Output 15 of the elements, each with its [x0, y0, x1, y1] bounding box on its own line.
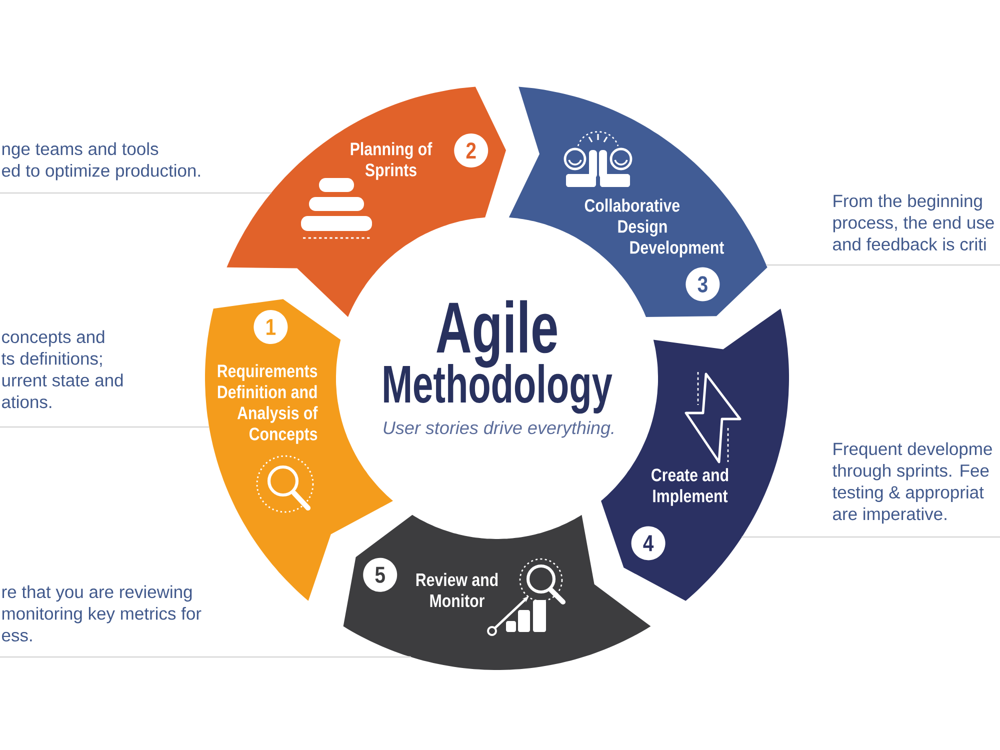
leader-line	[0, 426, 210, 428]
description-text: Frequent developme through sprints. Fee testing & appropriat are imperative.	[832, 442, 992, 524]
number-badge: 4	[631, 526, 666, 560]
description-text: nge teams and tools ed to optimize production.	[2, 142, 200, 180]
leader-line	[0, 656, 411, 658]
number-badge: 1	[254, 310, 288, 344]
description-text: re that you are reviewing monitoring key metrics for ess.	[2, 585, 202, 642]
number-badge: 2	[454, 134, 488, 168]
leader-line	[0, 192, 272, 194]
leader-line	[742, 536, 1000, 538]
description-text: From the beginning process, the end use and feedback is criti	[833, 194, 994, 250]
number-badge: 3	[686, 267, 720, 302]
number-badge: 5	[363, 558, 398, 592]
description-text: concepts and ts definitions; urrent state and ations.	[2, 330, 123, 408]
leader-line	[766, 264, 1000, 266]
